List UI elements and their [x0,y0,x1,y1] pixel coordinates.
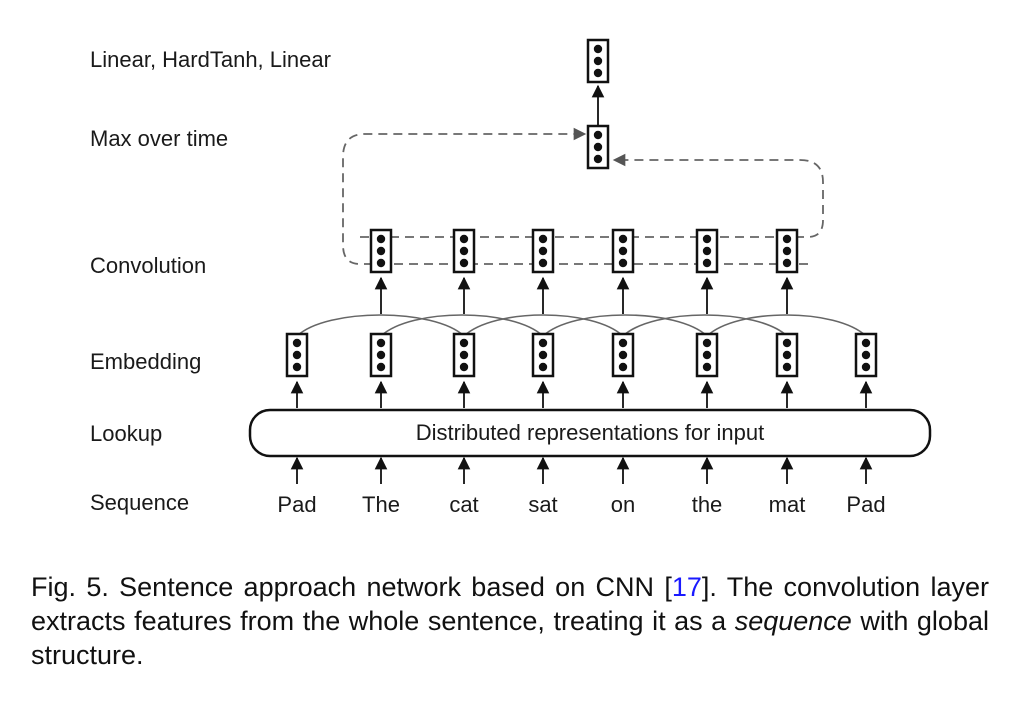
caption-part1: Fig. 5. Sentence approach network based … [31,572,672,602]
embedding-vector [775,332,799,378]
convolution-vector [452,228,476,274]
sequence-word: sat [528,492,557,517]
max-over-time-vector [586,124,610,170]
label-convolution: Convolution [90,253,206,278]
caption-part3: with global structure. [31,606,989,670]
max-pooling-connections [342,127,824,265]
sequence-word: cat [449,492,478,517]
convolution-vector [611,228,635,274]
convolution-window-arc [463,314,624,337]
convolution-window-arc [380,314,544,337]
embedding-vector [285,332,309,378]
embedding-vector [854,332,878,378]
citation-link[interactable]: 17 [671,572,702,602]
convolution-arcs [296,314,867,337]
convolution-vector [695,228,719,274]
convolution-vector [531,228,555,274]
sequence-word: The [362,492,400,517]
sequence-word: Pad [277,492,316,517]
lookup-box-label: Distributed representations for input [416,420,765,445]
lookup-box [248,408,932,458]
sequence-word: mat [769,492,806,517]
sequence-word: the [692,492,723,517]
embedding-vector [531,332,555,378]
embedding-vectors [285,332,878,408]
caption-part2: ]. The convolution layer extracts featur… [31,572,989,636]
caption-emphasis: sequence [734,606,852,636]
embedding-vector [695,332,719,378]
convolution-vector [775,228,799,274]
sequence-words: Pad The cat sat on the mat Pad [277,456,886,517]
label-max-over-time: Max over time [90,126,228,151]
label-embedding: Embedding [90,349,201,374]
sequence-word: on [611,492,635,517]
figure-caption: Fig. 5. Sentence approach network based … [31,570,989,672]
dashed-line-upper [360,153,824,238]
convolution-window-arc [706,314,867,337]
label-linear: Linear, HardTanh, Linear [90,47,331,72]
convolution-window-arc [542,314,708,337]
convolution-vector [369,228,393,274]
label-lookup: Lookup [90,421,162,446]
output-vector [586,38,610,84]
dashed-line-lower [342,127,808,265]
embedding-vector [452,332,476,378]
convolution-vectors [369,228,799,314]
embedding-vector [611,332,635,378]
label-sequence: Sequence [90,490,189,515]
embedding-vector [369,332,393,378]
convolution-window-arc [622,314,788,337]
cnn-diagram: Linear, HardTanh, Linear Max over time C… [90,38,932,517]
sequence-word: Pad [846,492,885,517]
top-vectors [586,38,610,170]
convolution-window-arc [296,314,465,337]
